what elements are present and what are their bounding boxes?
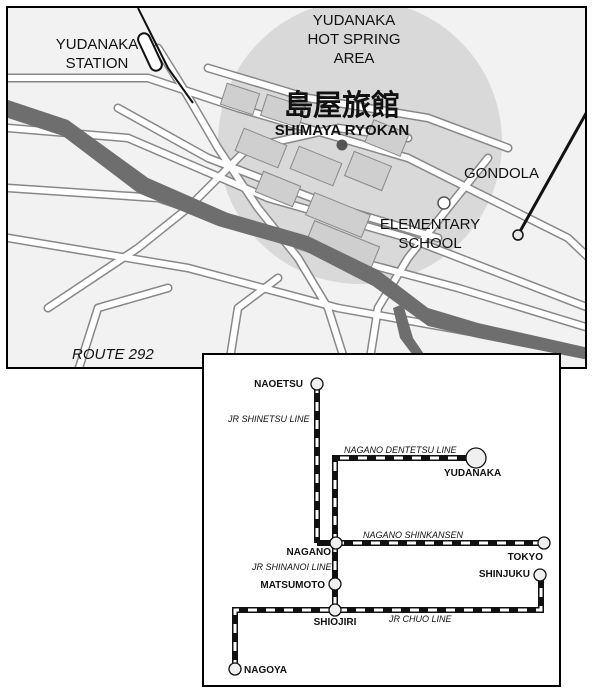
gondola-line — [516, 112, 585, 236]
area-map: YUDANAKA HOT SPRING AREA YUDANAKA STATIO… — [6, 6, 587, 369]
hot-spring-label-line-1: YUDANAKA — [313, 12, 396, 29]
school-marker — [437, 196, 451, 210]
hot-spring-label-line-3: AREA — [334, 50, 375, 67]
nagoya-station-marker — [228, 662, 242, 676]
ryokan-name-jp: 島屋旅館 — [284, 88, 400, 122]
station-markers — [228, 377, 551, 676]
rail-route-map: NAOETSU YUDANAKA NAGANO TOKYO SHINJUKU M… — [202, 353, 561, 687]
matsumoto-station-marker — [328, 577, 342, 591]
nagano-label: NAGANO — [287, 547, 332, 558]
ryokan-marker — [336, 139, 348, 151]
gondola-marker — [512, 229, 524, 241]
school-label-line-2: SCHOOL — [398, 235, 461, 252]
ryokan-name-en: SHIMAYA RYOKAN — [275, 122, 409, 139]
school-label: ELEMENTARY SCHOOL — [380, 216, 480, 252]
nagano-station-marker — [329, 536, 343, 550]
route-label: ROUTE 292 — [72, 346, 154, 363]
track-dashes — [233, 384, 544, 669]
station-label: YUDANAKA STATION — [56, 36, 139, 72]
naoetsu-station-marker — [310, 377, 324, 391]
railway-track — [137, 8, 194, 104]
station-label-line-1: YUDANAKA — [56, 36, 139, 53]
hot-spring-label-line-2: HOT SPRING — [307, 31, 400, 48]
town-blocks — [219, 82, 410, 268]
station-platform — [137, 32, 163, 72]
yudanaka-station-marker — [465, 447, 487, 469]
river — [8, 100, 585, 360]
jr-shinetsu-line-label: JR SHINETSU LINE — [227, 414, 311, 424]
river-branch — [393, 304, 428, 362]
station-label-line-2: STATION — [66, 55, 129, 72]
matsumoto-label: MATSUMOTO — [260, 580, 325, 591]
nagano-dentetsu-line-label: NAGANO DENTETSU LINE — [344, 445, 458, 455]
gondola-label: GONDOLA — [464, 165, 539, 182]
school-label-line-1: ELEMENTARY — [380, 216, 480, 233]
nagano-shinkansen-label: NAGANO SHINKANSEN — [363, 530, 464, 540]
tokyo-station-marker — [537, 536, 551, 550]
naoetsu-label: NAOETSU — [254, 379, 303, 390]
track-casings — [232, 384, 544, 669]
jr-shinanoi-line-label: JR SHINANOI LINE — [251, 562, 333, 572]
area-map-svg: YUDANAKA HOT SPRING AREA YUDANAKA STATIO… — [8, 8, 585, 367]
tokyo-label: TOKYO — [508, 552, 544, 563]
rail-map-svg: NAOETSU YUDANAKA NAGANO TOKYO SHINJUKU M… — [227, 377, 551, 676]
yudanaka-rail-label: YUDANAKA — [444, 468, 501, 479]
hot-spring-area-label: YUDANAKA HOT SPRING AREA — [307, 12, 400, 67]
shinjuku-label: SHINJUKU — [479, 569, 530, 580]
nagoya-label: NAGOYA — [244, 665, 287, 676]
shiojiri-station-marker — [328, 603, 342, 617]
shinjuku-station-marker — [533, 568, 547, 582]
shiojiri-label: SHIOJIRI — [314, 617, 357, 628]
jr-chuo-line-label: JR CHUO LINE — [388, 614, 453, 624]
